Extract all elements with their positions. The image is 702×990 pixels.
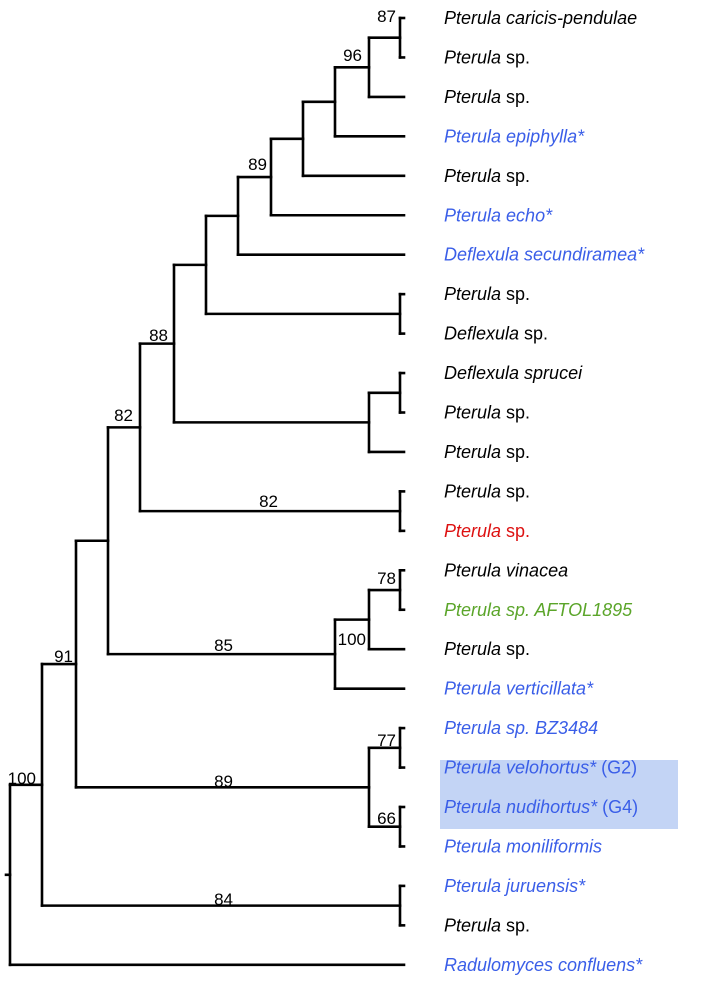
taxon-epithet: sp.	[506, 284, 530, 304]
taxon-epithet: sp.	[506, 87, 530, 107]
taxon-genus: Pterula	[444, 797, 501, 817]
taxon-epithet: sp.	[506, 166, 530, 186]
taxon-epithet: sp. BZ3484	[506, 718, 598, 738]
taxon-genus: Pterula	[444, 915, 501, 935]
support-value: 66	[377, 809, 396, 828]
taxon-epithet: nudihortus*	[506, 797, 598, 817]
taxon-epithet: sp.	[506, 521, 530, 541]
support-value: 87	[377, 7, 396, 26]
taxon-epithet: sp.	[506, 915, 530, 935]
taxon-genus: Pterula	[444, 166, 501, 186]
taxon-epithet: sp.	[506, 442, 530, 462]
taxon-epithet: echo*	[506, 205, 553, 225]
support-value: 77	[377, 731, 396, 750]
taxon-genus: Pterula	[444, 284, 501, 304]
taxon-genus: Deflexula	[444, 363, 519, 383]
taxon-group-suffix: (G2)	[601, 758, 637, 778]
taxon-epithet: sprucei	[524, 363, 583, 383]
support-value: 82	[114, 406, 133, 425]
taxon-epithet: velohortus*	[506, 758, 597, 778]
taxon-genus: Pterula	[444, 639, 501, 659]
highlight-box	[440, 760, 678, 829]
taxon-epithet: juruensis*	[503, 876, 586, 896]
support-value: 91	[54, 647, 73, 666]
taxon-epithet: sp.	[506, 639, 530, 659]
support-value: 96	[343, 46, 362, 65]
taxon-epithet: sp.	[506, 481, 530, 501]
taxon-epithet: secundiramea*	[524, 245, 645, 265]
taxon-genus: Deflexula	[444, 245, 519, 265]
taxon-epithet: confluens*	[558, 955, 643, 975]
taxon-epithet: sp. AFTOL1895	[506, 600, 633, 620]
taxon-genus: Pterula	[444, 403, 501, 423]
tree-branches	[4, 16, 406, 967]
taxon-epithet: sp.	[506, 47, 530, 67]
taxon-genus: Pterula	[444, 126, 501, 146]
support-value: 84	[214, 890, 233, 909]
taxon-genus: Pterula	[444, 836, 501, 856]
taxon-genus: Pterula	[444, 8, 501, 28]
taxon-epithet: vinacea	[506, 560, 568, 580]
taxon-genus: Pterula	[444, 560, 501, 580]
taxon-genus: Pterula	[444, 521, 501, 541]
taxon-epithet: verticillata*	[506, 679, 594, 699]
taxon-epithet: sp.	[524, 324, 548, 344]
support-value: 89	[214, 772, 233, 791]
support-value: 88	[149, 326, 168, 345]
taxon-epithet: moniliformis	[506, 836, 602, 856]
taxon-genus: Pterula	[444, 442, 501, 462]
taxon-genus: Pterula	[444, 718, 501, 738]
support-values: 87 96 89 88 82 82 78 100 85 77 66 89 91 84 100	[8, 7, 396, 909]
taxon-genus: Pterula	[444, 876, 501, 896]
support-value: 100	[8, 769, 36, 788]
taxon-genus: Pterula	[444, 47, 501, 67]
taxon-group-suffix: (G4)	[602, 797, 638, 817]
taxon-epithet: sp.	[506, 403, 530, 423]
support-value: 89	[248, 155, 267, 174]
support-value: 100	[338, 630, 366, 649]
taxon-epithet: epiphylla*	[506, 126, 585, 146]
taxon-genus: Deflexula	[444, 324, 519, 344]
taxon-genus: Pterula	[444, 87, 501, 107]
taxon-genus: Pterula	[444, 758, 501, 778]
support-value: 82	[259, 492, 278, 511]
support-value: 85	[214, 636, 233, 655]
taxon-genus: Pterula	[444, 679, 501, 699]
taxon-genus: Radulomyces	[444, 955, 553, 975]
taxon-genus: Pterula	[444, 205, 501, 225]
taxon-epithet: caricis-pendulae	[506, 8, 637, 28]
support-value: 78	[377, 569, 396, 588]
taxon-genus: Pterula	[444, 481, 501, 501]
taxon-genus: Pterula	[444, 600, 501, 620]
